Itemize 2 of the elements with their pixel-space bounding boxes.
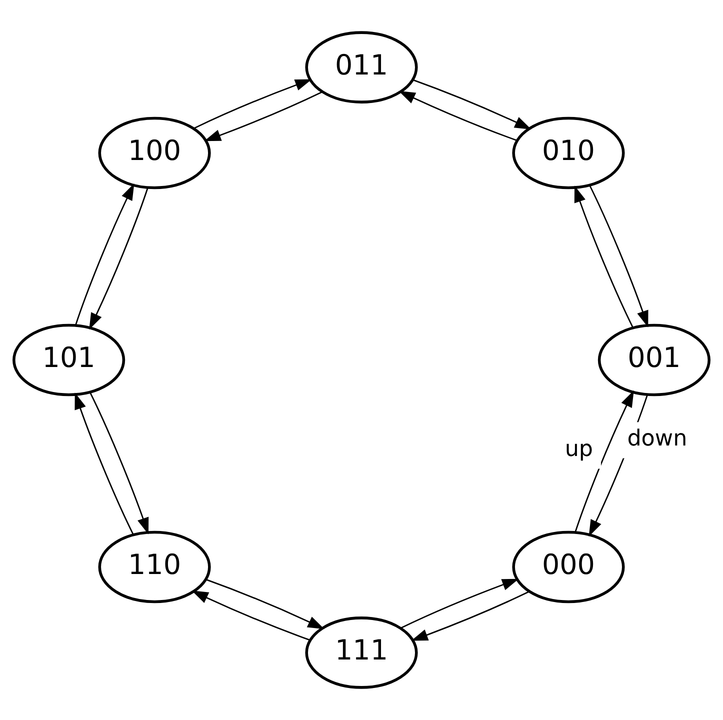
edge-label: down (627, 425, 688, 452)
edge-label: up (564, 436, 594, 462)
